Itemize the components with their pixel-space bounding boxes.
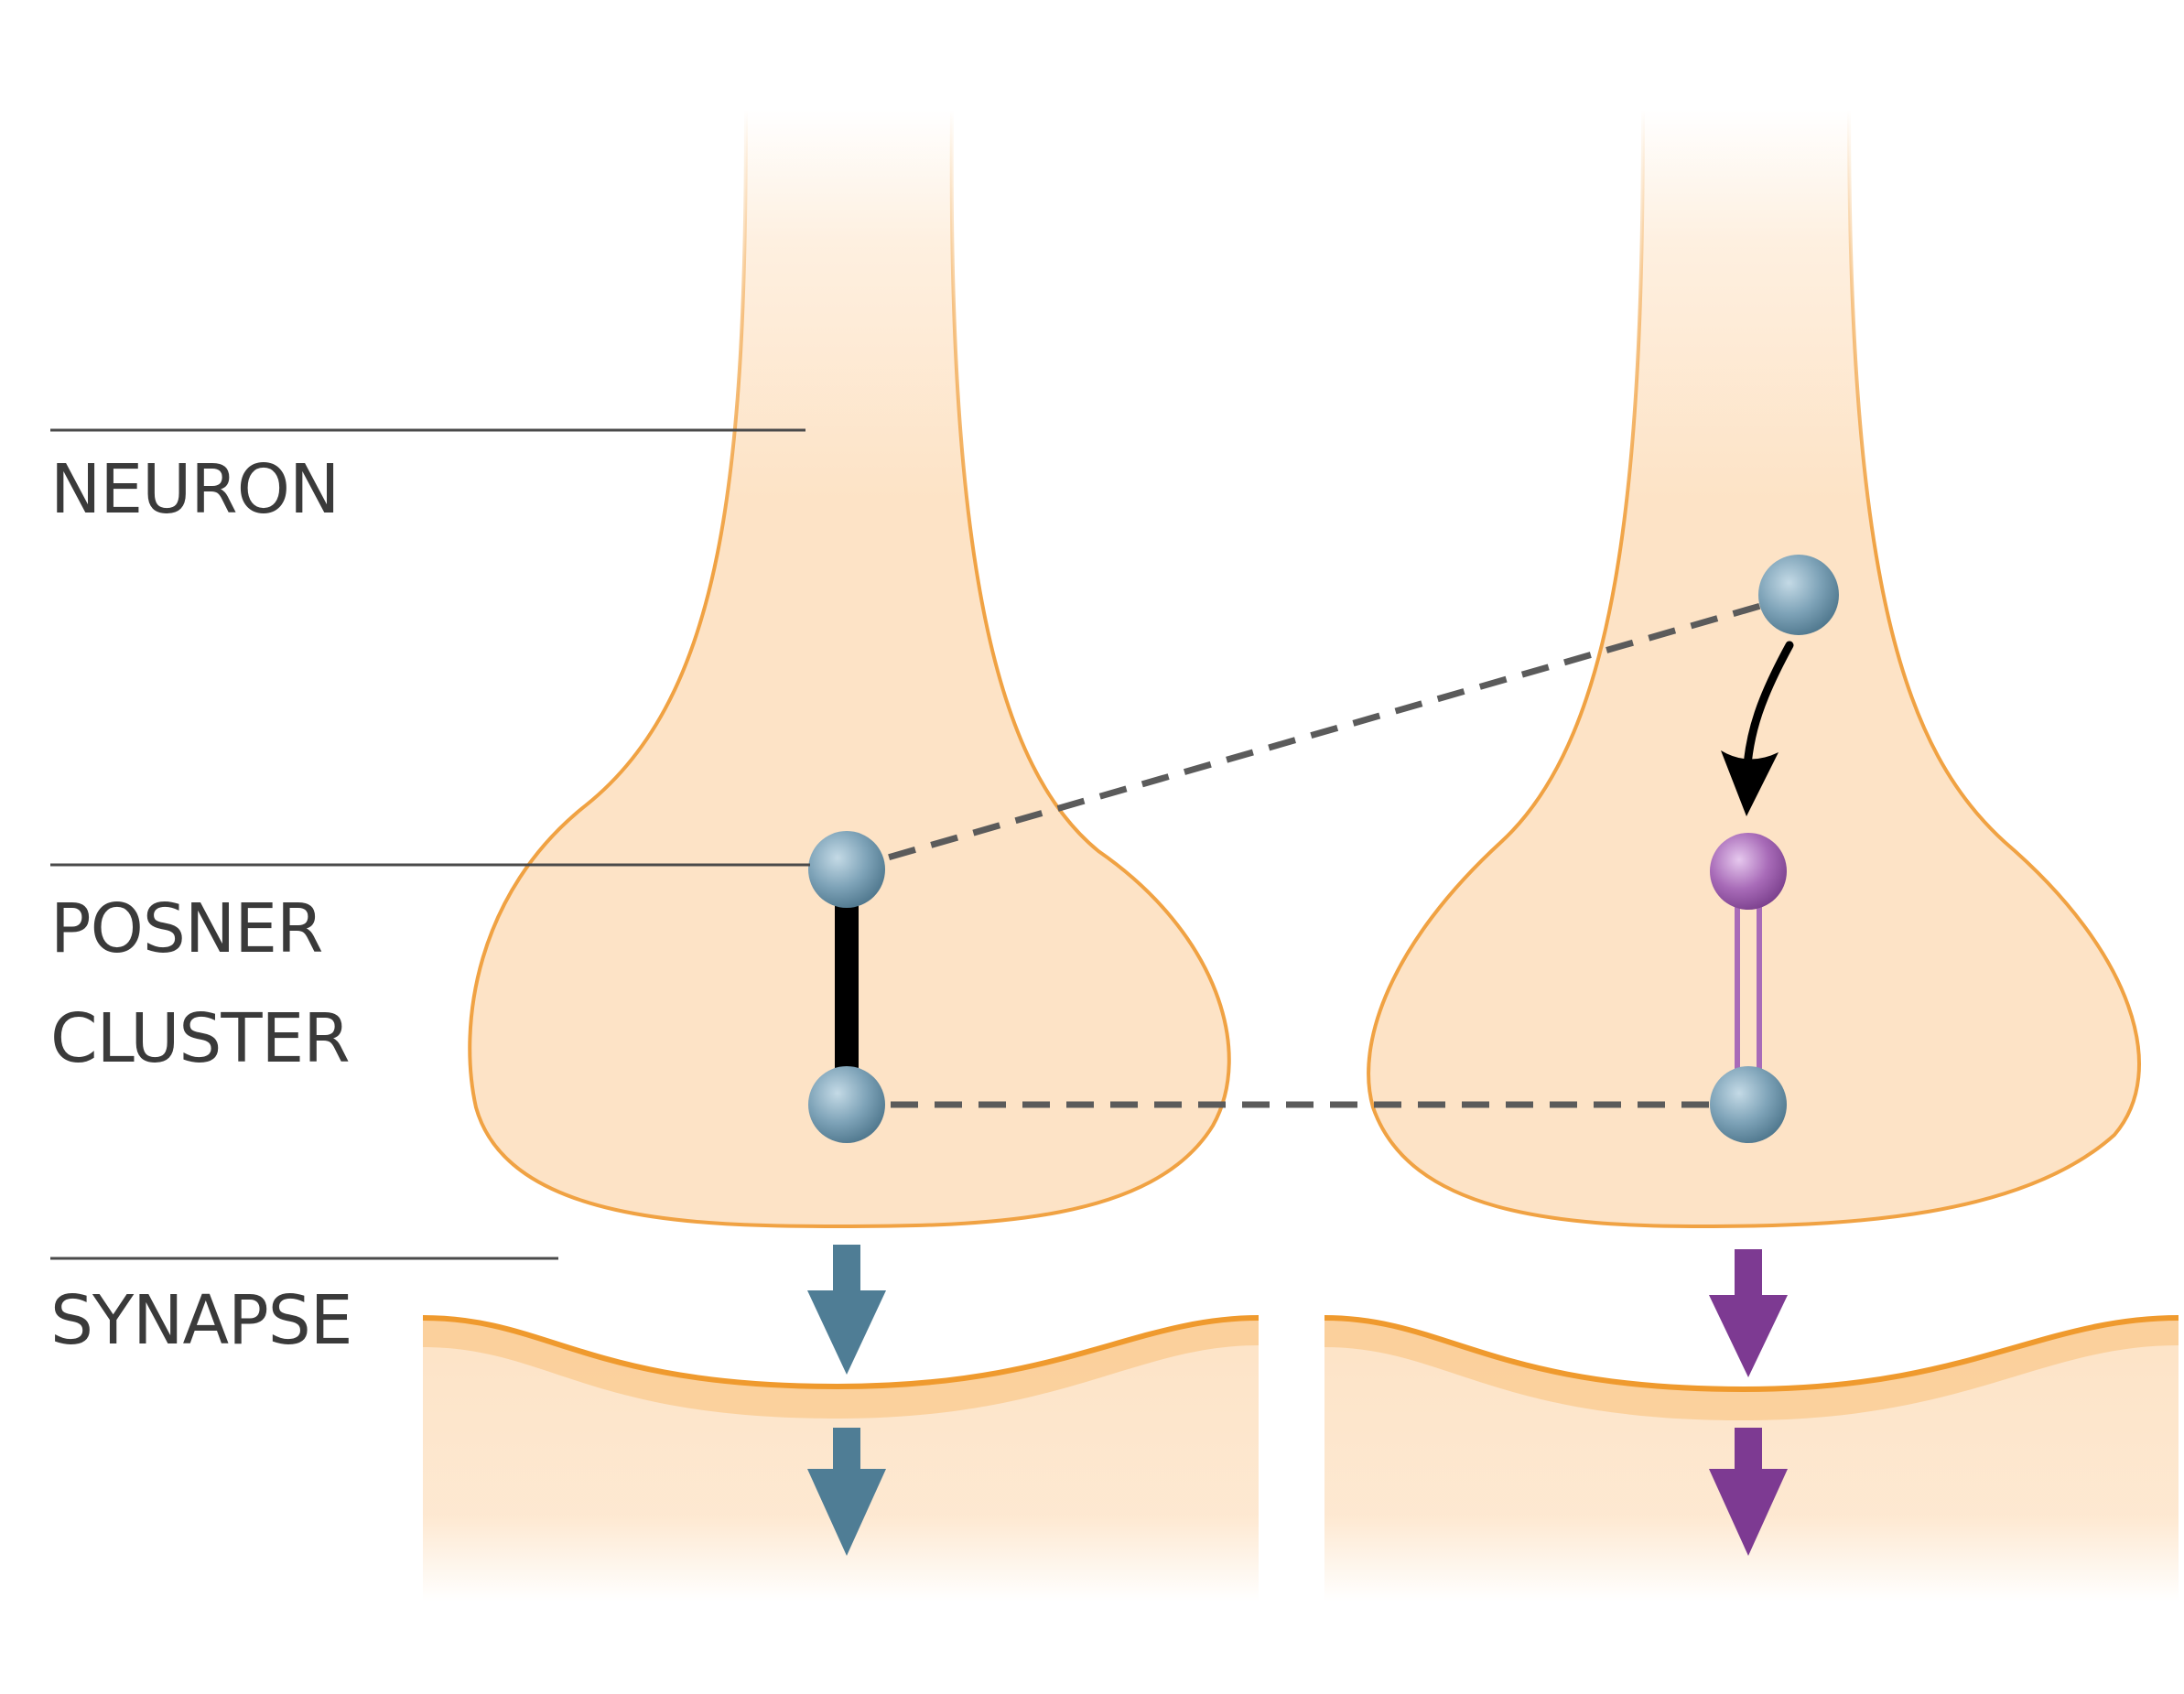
synapse-label: SYNAPSE [50, 1281, 352, 1360]
neuron-label: NEURON [50, 450, 339, 529]
left-posner-top [808, 831, 885, 908]
right-signal-arrow-bottom [1709, 1428, 1788, 1556]
curved-arrow-icon [1721, 641, 1794, 816]
right-posner-bottom [1710, 1066, 1787, 1143]
right-bond [1735, 874, 1762, 1098]
left-neuron [468, 109, 1231, 1229]
right-signal-arrow-top [1709, 1249, 1788, 1377]
right-posner-top-moving [1758, 555, 1839, 635]
entanglement-line-top [846, 591, 1800, 873]
right-neuron [1367, 109, 2141, 1229]
left-posner-bottom [808, 1066, 885, 1143]
posner-label-line1: POSNER [50, 890, 322, 968]
left-signal-arrow-top [807, 1245, 886, 1375]
right-membrane-band [1324, 1318, 2179, 1420]
left-membrane-line [422, 1315, 1260, 1390]
left-membrane-band [423, 1318, 1259, 1419]
posner-label-line2: CLUSTER [50, 999, 350, 1078]
left-signal-arrow-bottom [807, 1428, 886, 1556]
left-neuron-body [470, 110, 1229, 1226]
posner-label-group: POSNER CLUSTER [50, 863, 810, 1078]
synapse-label-group: SYNAPSE [50, 1257, 558, 1360]
left-neuron-outline [468, 109, 1231, 1229]
right-neuron-body [1368, 110, 2139, 1226]
right-neuron-outline [1367, 109, 2141, 1229]
right-posner-purple [1710, 833, 1787, 910]
neuron-label-group: NEURON [50, 428, 805, 529]
right-membrane-line [1324, 1315, 2179, 1393]
